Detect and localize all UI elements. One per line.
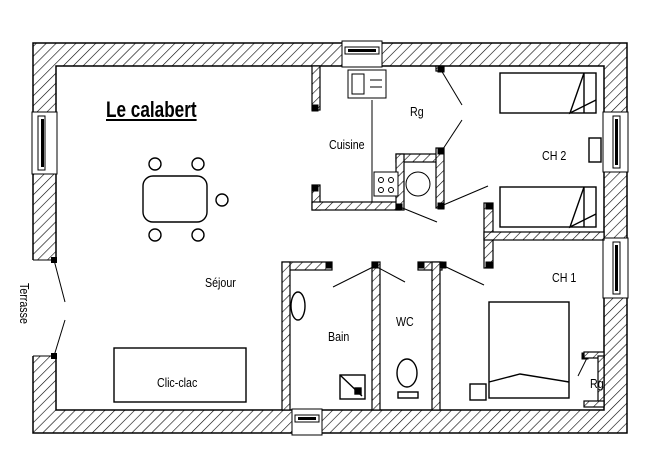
- plan-title: Le calabert: [106, 97, 197, 122]
- beds: [469, 72, 602, 401]
- room-label-rg-bottom: Rg: [590, 376, 604, 391]
- room-label-cuisine: Cuisine: [329, 137, 365, 152]
- storage-closet: [583, 351, 605, 408]
- clic-clac-sofa: [113, 347, 247, 403]
- room-label-terrasse: Terrasse: [17, 283, 32, 324]
- sanitary-fixtures: [290, 291, 419, 400]
- room-label-sejour: Séjour: [205, 275, 236, 290]
- room-label-rg-top: Rg: [410, 104, 424, 119]
- terrace-door: [51, 257, 66, 359]
- furniture-label-clic-clac: Clic-clac: [157, 375, 198, 390]
- dining-table: [142, 157, 229, 242]
- room-label-bain: Bain: [328, 329, 350, 344]
- room-label-wc: WC: [396, 314, 414, 329]
- interior-walls: [281, 65, 605, 411]
- kitchen-fixtures: [347, 69, 431, 202]
- room-label-ch2: CH 2: [542, 148, 567, 163]
- openings: [30, 40, 629, 436]
- room-label-ch1: CH 1: [552, 270, 577, 285]
